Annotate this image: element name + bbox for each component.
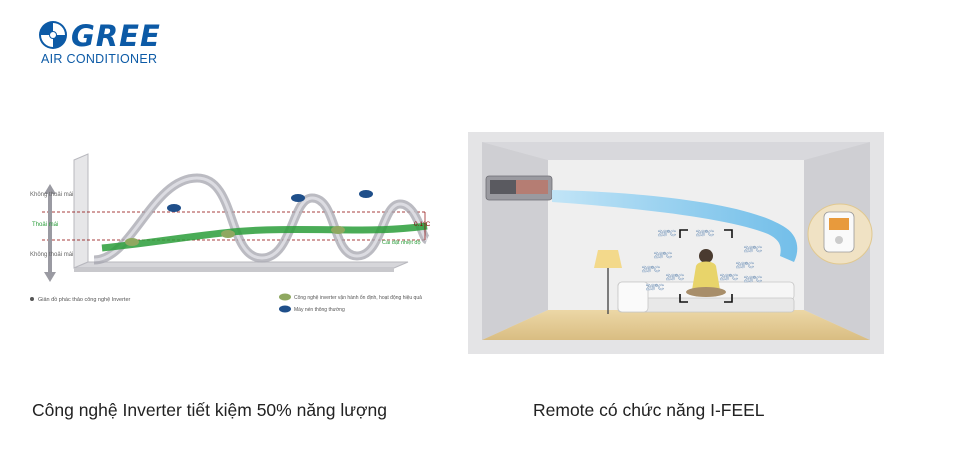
legend-inverter-text: Công nghệ inverter vận hành ổn định, hoạ…	[294, 294, 422, 301]
sensing-brackets	[679, 229, 733, 303]
brand-tagline: AIR CONDITIONER	[41, 52, 158, 66]
frame-wall	[73, 153, 89, 269]
label-set-temp: Cài đặt nhiệt độ	[382, 240, 421, 246]
normal-compressor-highlight	[93, 176, 429, 262]
label-comfortable: Thoải mái	[32, 222, 58, 228]
inverter-curve	[101, 222, 428, 252]
ceiling	[482, 142, 870, 160]
frame-floor-top	[73, 261, 409, 269]
scale-arrow-down	[44, 272, 56, 282]
airflow-stream	[552, 190, 798, 262]
temp-label: 26°C	[642, 265, 660, 274]
temp-label: 26°C	[744, 245, 762, 254]
inverter-diagram: Không thoải mái Thoải mái Không thoải má…	[30, 153, 431, 313]
frame-floor-front	[74, 268, 394, 272]
temp-label: 26°C	[720, 273, 738, 282]
gree-logo: GREE AIR CONDITIONER	[38, 18, 188, 68]
caption-ifeel: Remote có chức năng I-FEEL	[533, 400, 765, 420]
label-delta-temp: 0.1°C	[414, 220, 431, 228]
floor	[482, 310, 870, 340]
person-icon	[686, 249, 726, 297]
scale-arrow-up	[44, 184, 56, 194]
bullet-dot	[30, 297, 34, 301]
remote-control-icon	[807, 203, 873, 265]
temp-label: 26°C	[744, 275, 762, 284]
label-uncomfortable-bottom: Không thoải mái	[30, 252, 73, 258]
caption-inverter: Công nghệ Inverter tiết kiệm 50% năng lư…	[32, 400, 387, 420]
temp-label: 26°C	[736, 261, 754, 270]
temp-label: 26°C	[654, 251, 672, 260]
temp-label: 26°C	[666, 273, 684, 282]
ifeel-room-scene: 26°C 26°C 26°C 26°C 26°C 26°C 26°C 26°C …	[468, 132, 884, 354]
temp-label: 26°C	[658, 229, 676, 238]
left-wall	[482, 142, 548, 340]
legend-normal-icon	[279, 305, 291, 313]
legend-normal-text: Máy nén thông thường	[294, 307, 345, 313]
temp-label: 26°C	[646, 283, 664, 292]
diagram-note: Giản đồ phác thảo công nghệ Inverter	[38, 297, 131, 303]
normal-compressor-icon	[167, 190, 373, 212]
air-conditioner-unit	[485, 175, 553, 201]
floor-lamp	[594, 250, 622, 314]
temp-label: 26°C	[696, 229, 714, 238]
gree-swirl-icon	[39, 21, 67, 49]
brand-name: GREE	[71, 19, 161, 53]
legend-inverter-icon	[279, 293, 291, 301]
inverter-compressor-icon	[125, 226, 345, 246]
label-uncomfortable-top: Không thoải mái	[30, 192, 73, 198]
